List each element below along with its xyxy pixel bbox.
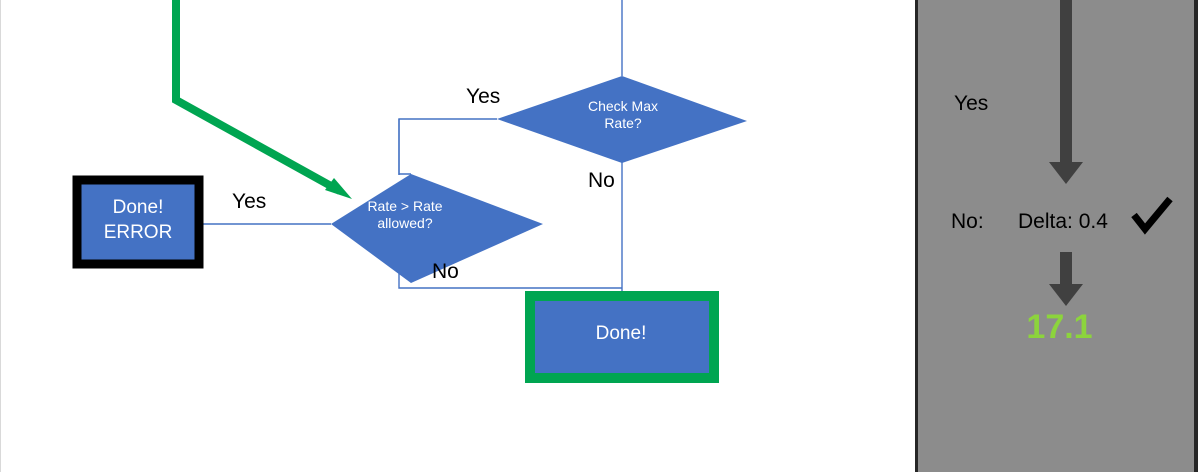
panel-delta-value: Delta: 0.4 xyxy=(1018,210,1108,233)
panel-no-label: No: xyxy=(951,210,984,233)
flowchart-graphic xyxy=(72,0,747,383)
down-arrow-icon-bottom xyxy=(1049,252,1083,306)
highlight-path xyxy=(172,0,342,195)
panel-arrows-graphic xyxy=(1049,0,1173,306)
node-done-error[interactable] xyxy=(72,175,204,269)
check-mark-icon xyxy=(1131,196,1173,235)
down-arrow-icon-top xyxy=(1049,0,1083,184)
panel-result-value: 17.1 xyxy=(1026,308,1093,346)
node-max-rate-check[interactable] xyxy=(497,76,747,163)
node-rate-check[interactable] xyxy=(331,174,543,283)
connector-max-rate-yes xyxy=(398,118,497,175)
canvas-left-rule xyxy=(0,0,1,472)
side-panel: Yes No: Delta: 0.4 17.1 xyxy=(915,0,1198,472)
panel-yes-label: Yes xyxy=(954,92,989,115)
node-done[interactable] xyxy=(525,291,719,383)
highlight-arrowhead-icon xyxy=(325,178,352,199)
